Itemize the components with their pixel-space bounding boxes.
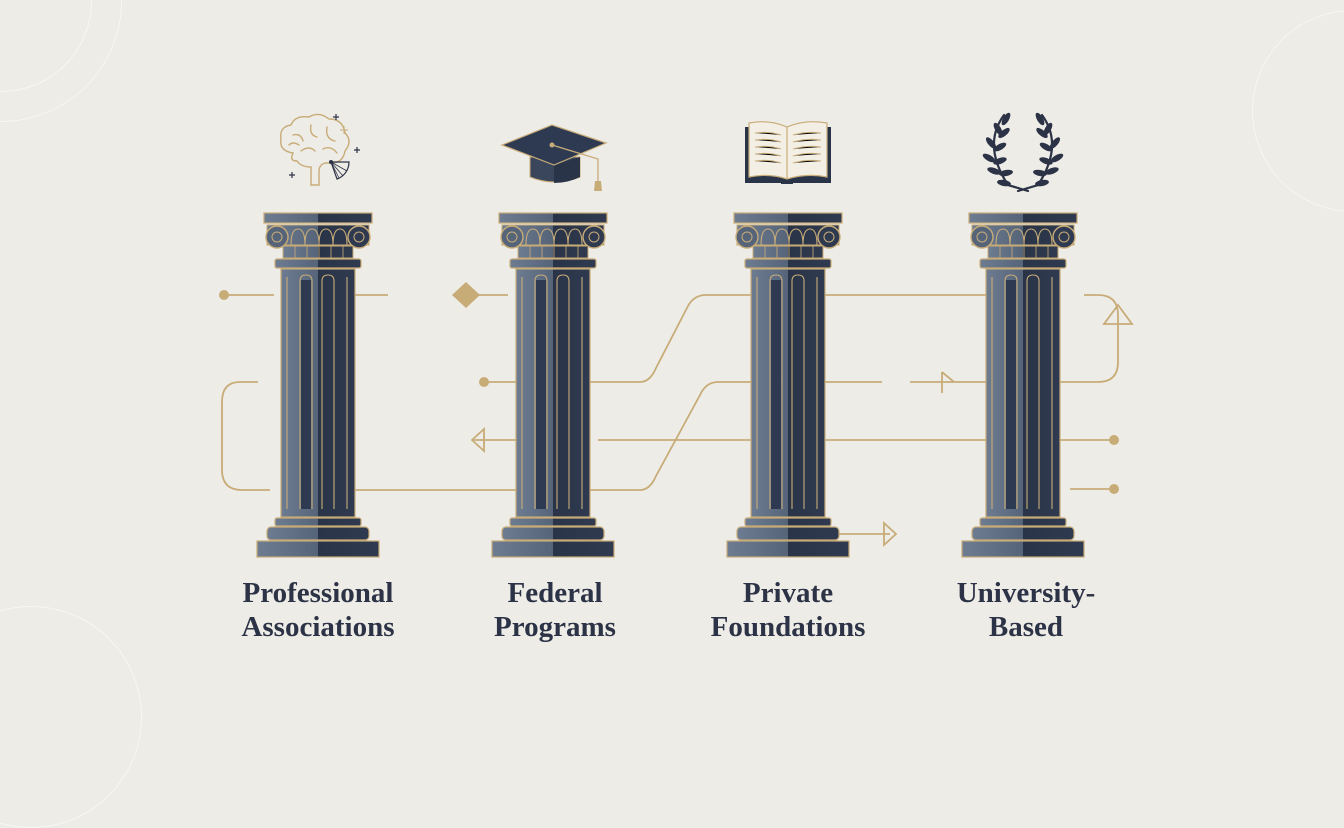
pillar-label-federal-programs: Federal Programs (425, 576, 685, 644)
pillar-federal-programs (488, 105, 618, 565)
label-line-2: Foundations (710, 611, 866, 643)
label-line-1: University- (956, 577, 1096, 609)
pillar-label-professional-associations: Professional Associations (188, 576, 448, 644)
open-book-icon (745, 121, 831, 184)
label-line-2: Programs (494, 611, 616, 643)
label-line-2: Based (988, 611, 1064, 643)
pillar-private-foundations (723, 105, 853, 565)
brain-icon (280, 113, 360, 186)
pillar-professional-associations (253, 105, 383, 565)
label-line-2: Associations (241, 611, 395, 643)
connector-lines (219, 282, 1134, 548)
label-line-1: Private (742, 577, 834, 609)
label-line-1: Professional (242, 577, 394, 609)
graduation-cap-icon (500, 124, 608, 191)
label-line-1: Federal (507, 577, 603, 609)
pillar-university-based (958, 105, 1088, 565)
pillar-label-private-foundations: Private Foundations (658, 576, 918, 644)
laurel-wreath-icon (982, 112, 1064, 193)
pillar-label-university-based: University- Based (896, 576, 1156, 644)
